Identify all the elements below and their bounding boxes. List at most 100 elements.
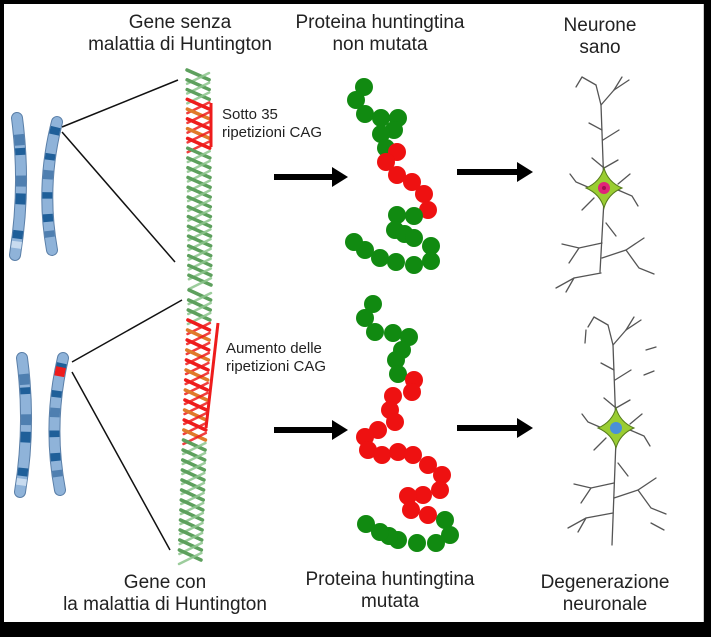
dendrite-fragment [584,329,587,344]
label-gene-healthy: Gene senza malattia di Huntington [60,12,300,56]
dna-strand [185,136,212,150]
dna-strand [185,348,211,362]
nucleolus [602,186,606,190]
label-line: mutata [360,591,420,612]
dendrite [565,277,575,293]
protein-residue [355,78,373,96]
neuron-healthy [555,76,655,293]
neuron-nucleus [610,422,622,434]
dendrite [600,362,615,371]
label-line: neuronale [562,594,648,615]
dendrite [617,462,629,477]
protein-residue [347,91,365,109]
mutant-residue [402,501,420,519]
label-line: non mutata [332,34,428,55]
dendrite [568,247,580,264]
mutant-residue [399,487,417,505]
chromosome [14,352,33,498]
label-line: Proteina huntingtina [295,12,465,33]
dna-helix [177,288,213,566]
dna-strand [182,418,208,432]
dna-strand [186,195,213,209]
dendrite [577,517,587,533]
zoom-line [71,371,171,551]
annotation-line: ripetizioni CAG [222,124,323,141]
dna-strand [181,448,207,462]
dendrite [580,487,592,504]
label-line: sano [579,37,621,58]
dendrite [588,122,603,131]
dendrite [601,237,645,259]
annotation-expanded-repeats: Aumento delle ripetizioni CAG [226,340,326,376]
chromosome-band [10,117,27,256]
protein-residue [389,365,407,383]
dendrite-fragment [645,346,657,351]
dna-strand [179,508,205,522]
mutant-residue [404,446,422,464]
dna-strand [186,156,212,170]
label-gene-huntington: Gene con la malattia di Huntington [40,572,290,616]
dna-strand [185,97,212,111]
dna-strand [186,234,213,248]
label-line: la malattia di Huntington [63,594,267,615]
dendrite [593,437,607,451]
chromosome [48,352,69,496]
dna-strand [185,338,211,352]
dendrite [569,173,591,189]
dendrite-fragment [650,522,665,531]
dna-strand [185,126,212,141]
dendrite [617,189,639,207]
dna-strand [177,538,204,552]
protein-residue [366,323,384,341]
dna-strand [186,298,213,312]
dna-strand [182,408,208,422]
protein-residue [384,324,402,342]
protein-residue [436,511,454,529]
dendrite-fragment [643,370,655,376]
zoom-line [61,131,176,263]
mutant-residue [414,486,432,504]
mutant-residue [431,481,449,499]
dna-strand [185,107,212,121]
mutation-band [49,356,68,491]
dendrite [581,197,595,211]
dendrite [613,477,657,499]
label-line: Gene con [123,572,207,593]
label-neuron-degeneration: Degenerazione neuronale [525,572,685,616]
dendrite [613,79,630,91]
protein-residue [387,351,405,369]
axon [611,439,617,546]
mutant-residue [419,506,437,524]
dendrite [602,129,620,141]
protein-residue [356,105,374,123]
dendrite [561,242,603,249]
dna-strand [177,548,203,562]
label-line: Neurone [563,15,637,36]
protein-chain-mutant [356,295,459,552]
annotation-line: Sotto 35 [222,106,278,123]
protein-residue [356,309,374,327]
mutant-residue [419,201,437,219]
dna-strand [186,253,213,268]
dendrite [629,429,651,447]
arrow-icon [274,167,348,187]
dna-strand [178,528,204,542]
mutant-residue [384,387,402,405]
protein-residue [387,253,405,271]
dna-strand [186,175,212,190]
chromosome-band [15,357,32,493]
dendrite [581,413,603,429]
label-line: Gene senza [128,12,232,33]
dendrite [615,399,631,409]
dna-strand [182,428,208,442]
arrow-icon [457,418,533,438]
chromosome-band [42,120,62,251]
annotation-normal-repeats: Sotto 35 ripetizioni CAG [222,106,322,142]
dna-helix [185,68,213,291]
protein-residue [371,249,389,267]
dendrite [625,249,655,275]
protein-residue [372,125,390,143]
annotation-line: ripetizioni CAG [226,358,327,375]
protein-residue [357,515,375,533]
mutant-residue [359,441,377,459]
